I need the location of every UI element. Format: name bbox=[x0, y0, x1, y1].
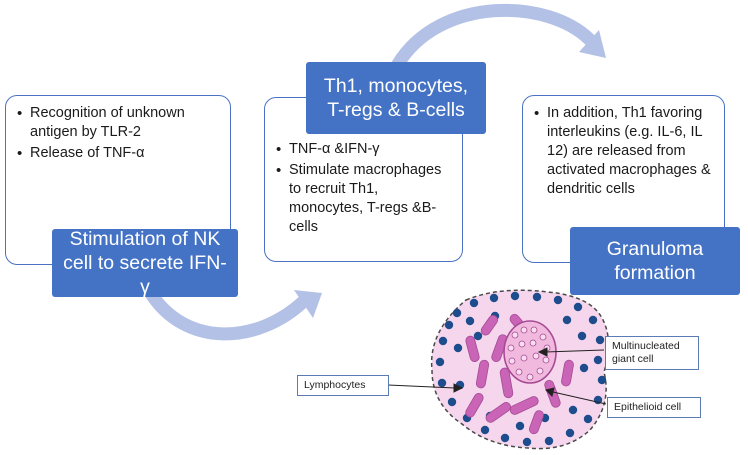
step2-title-box: Th1, monocytes, T-regs & B-cells bbox=[306, 62, 486, 134]
arrow-head-step2 bbox=[294, 290, 322, 318]
epithelioid-cells bbox=[465, 314, 574, 435]
step2-bullet-1: TNF-α &IFN-γ bbox=[276, 140, 456, 159]
step3-bullets: In addition, Th1 favoring interleukins (… bbox=[531, 104, 718, 199]
arrow-head-step3 bbox=[579, 30, 606, 58]
label-lymphocytes: Lymphocytes bbox=[297, 375, 389, 396]
giant-cell bbox=[503, 320, 557, 384]
arrow-step2-to-step3 bbox=[391, 3, 597, 71]
label-epithelioid-cell: Epithelioid cell bbox=[607, 397, 701, 418]
lymphocytes bbox=[435, 291, 607, 447]
step1-bullets: Recognition of unknown antigen by TLR-2 … bbox=[14, 104, 224, 163]
callout-lines bbox=[387, 347, 607, 405]
step1-bullet-2: Release of TNF-α bbox=[17, 144, 224, 163]
step3-title-box: Granuloma formation bbox=[570, 227, 740, 295]
arrow-step1-to-step2 bbox=[143, 285, 312, 341]
step3-bullet-1: In addition, Th1 favoring interleukins (… bbox=[534, 104, 718, 199]
step2-bullet-2: Stimulate macrophages to recruit Th1, mo… bbox=[276, 161, 456, 237]
step1-title-box: Stimulation of NK cell to secrete IFN-γ bbox=[52, 228, 238, 298]
step1-bullet-1: Recognition of unknown antigen by TLR-2 bbox=[17, 104, 224, 142]
label-giant-cell: Multinucleated giant cell bbox=[605, 336, 699, 370]
step2-bullets: TNF-α &IFN-γ Stimulate macrophages to re… bbox=[273, 140, 456, 237]
